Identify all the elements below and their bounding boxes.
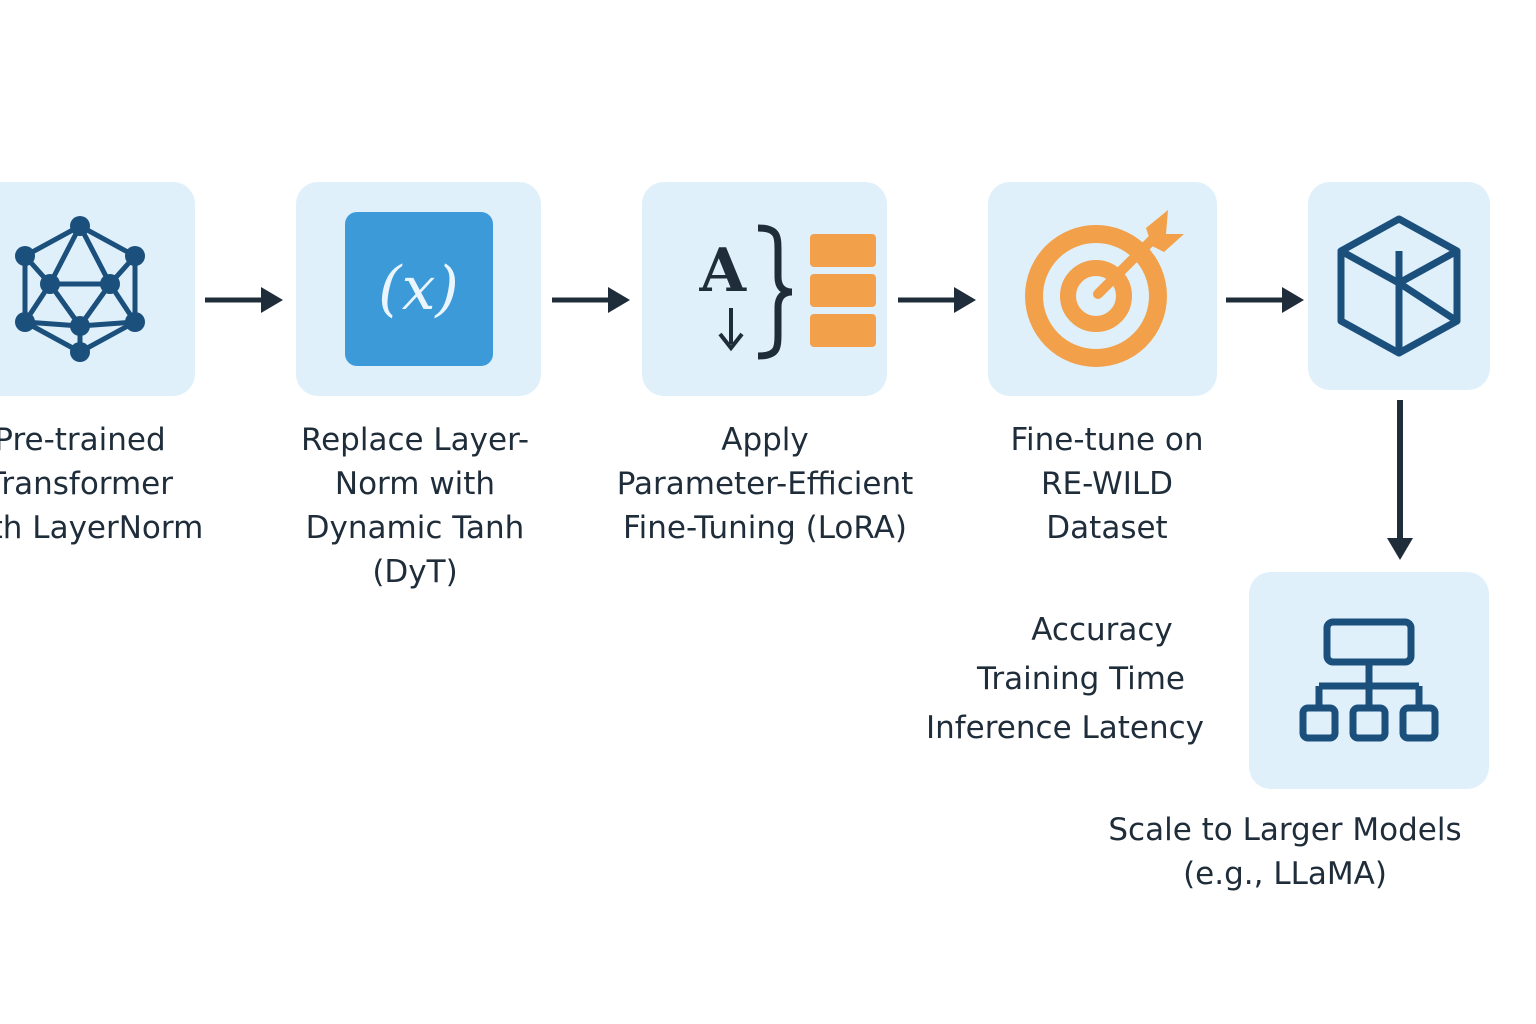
step-cube-tile — [1308, 182, 1490, 390]
step-dyt-label: Replace Layer- Norm with Dynamic Tanh (D… — [300, 422, 530, 590]
function-x-text: (x) — [378, 254, 459, 324]
curly-brace-icon — [757, 224, 792, 360]
hierarchy-icon — [1299, 618, 1439, 741]
step-lora-tile: A — [642, 182, 887, 396]
function-x-icon: (x) — [344, 212, 493, 366]
matrix-row — [809, 314, 876, 347]
arrow-right-icon — [1226, 287, 1304, 313]
step-pretrained-tile — [0, 182, 195, 396]
matrix-a-letter: A — [699, 236, 747, 306]
metric-inference-latency: Inference Latency — [925, 710, 1205, 746]
arrow-down-icon — [1387, 400, 1413, 560]
step-scale-tile — [1249, 572, 1489, 789]
low-rank-matrix-icon: A — [670, 214, 876, 364]
arrow-right-icon — [205, 287, 283, 313]
hexagon-cube-icon — [1337, 215, 1461, 357]
step-pretrained-label: Pre-trained Transformer with LayerNorm — [0, 422, 204, 546]
step-rewild-label: Fine-tune on RE-WILD Dataset — [1010, 422, 1204, 546]
metric-accuracy: Accuracy — [1031, 612, 1173, 648]
step-scale-label: Scale to Larger Models (e.g., LLaMA) — [1108, 812, 1462, 892]
matrix-row — [809, 274, 876, 307]
down-arrow-icon — [717, 308, 744, 352]
matrix-row — [809, 234, 876, 267]
step-lora-label: Apply Parameter-Efficient Fine-Tuning (L… — [616, 422, 914, 546]
metric-training-time: Training Time — [976, 661, 1186, 697]
step-rewild-tile — [988, 182, 1217, 396]
arrow-right-icon — [552, 287, 630, 313]
network-graph-icon — [14, 216, 145, 362]
step-dyt-tile: (x) — [296, 182, 541, 396]
target-icon — [1024, 210, 1184, 367]
evaluation-metrics: Accuracy Training Time Inference Latency — [900, 606, 1230, 753]
arrow-right-icon — [898, 287, 976, 313]
